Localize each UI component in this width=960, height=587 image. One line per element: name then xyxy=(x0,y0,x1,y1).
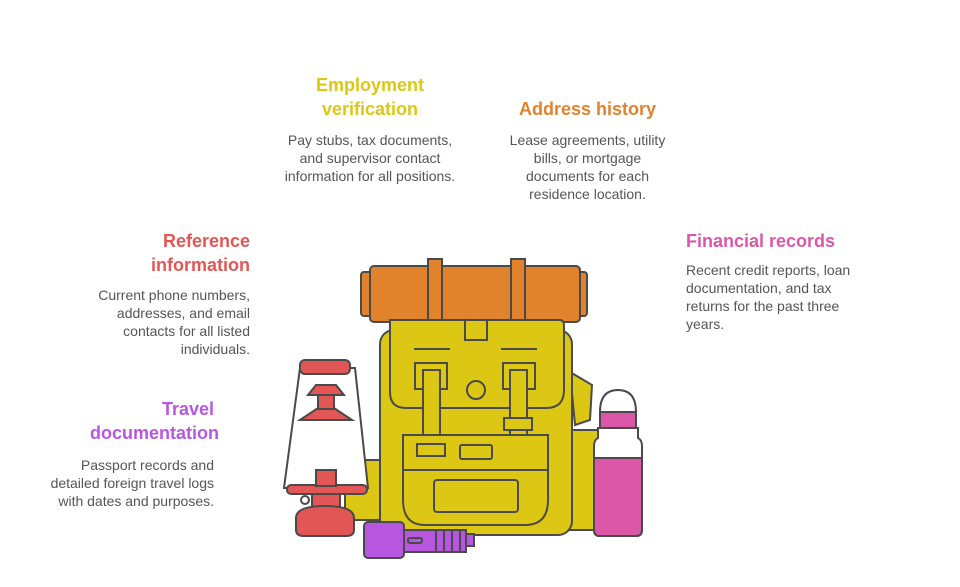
reference-title: Reference information xyxy=(151,231,250,275)
address-title: Address history xyxy=(518,99,657,119)
section-employment: Employment verification Pay stubs, tax d… xyxy=(280,73,460,185)
section-address: Address history Lease agreements, utilit… xyxy=(500,97,675,203)
travel-title: Travel documentation xyxy=(90,399,219,443)
address-body: Lease agreements, utility bills, or mort… xyxy=(509,132,666,202)
employment-title: Employment verification xyxy=(315,75,425,119)
employment-body: Pay stubs, tax documents, and supervisor… xyxy=(284,132,456,184)
financial-body: Recent credit reports, loan documentatio… xyxy=(686,262,851,332)
section-reference: Reference information Current phone numb… xyxy=(80,229,250,358)
travel-body: Passport records and detailed foreign tr… xyxy=(50,457,214,509)
bedroll-icon xyxy=(360,258,588,326)
flashlight-icon xyxy=(363,521,475,559)
backpack-icon xyxy=(379,319,573,536)
water-bottle-icon xyxy=(593,388,643,537)
lantern-icon xyxy=(282,359,370,537)
financial-title: Financial records xyxy=(686,231,836,251)
section-travel: Travel documentation Passport records an… xyxy=(30,397,219,510)
reference-body: Current phone numbers, addresses, and em… xyxy=(98,287,250,357)
section-financial: Financial records Recent credit reports,… xyxy=(686,229,866,333)
